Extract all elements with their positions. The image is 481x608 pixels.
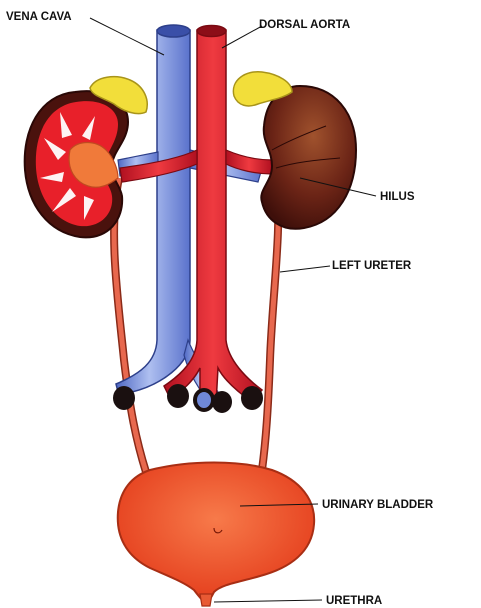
label-hilus: HILUS <box>380 191 415 203</box>
urethra-tube <box>200 594 212 606</box>
label-vena-cava: VENA CAVA <box>6 11 72 23</box>
right-kidney <box>25 91 128 237</box>
left-kidney <box>261 86 356 229</box>
urinary-bladder <box>118 463 314 607</box>
label-dorsal-aorta: DORSAL AORTA <box>259 19 350 31</box>
label-left-ureter: LEFT URETER <box>332 260 412 272</box>
label-urethra: URETHRA <box>326 595 382 607</box>
label-urinary-bladder: URINARY BLADDER <box>322 499 434 511</box>
ureters <box>114 176 278 472</box>
